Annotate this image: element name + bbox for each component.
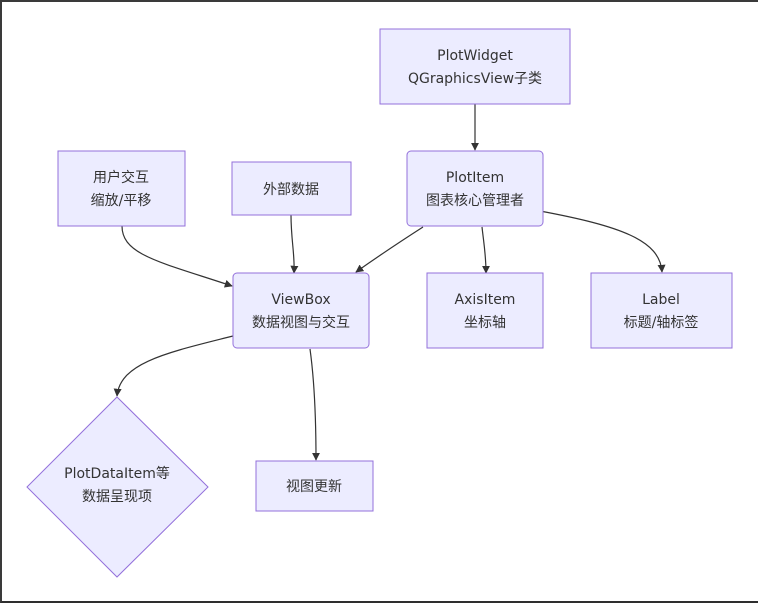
node-plotitem-line2: 图表核心管理者 bbox=[426, 193, 524, 209]
node-user-interaction-line2: 缩放/平移 bbox=[91, 193, 152, 209]
node-external-data-line1: 外部数据 bbox=[263, 182, 319, 198]
node-plotdataitem-line2: 数据呈现项 bbox=[82, 489, 152, 505]
node-user-interaction-line1: 用户交互 bbox=[93, 169, 149, 186]
node-plotitem: PlotItem 图表核心管理者 bbox=[406, 150, 544, 227]
node-label: Label 标题/轴标签 bbox=[590, 272, 733, 349]
node-label-line2: 标题/轴标签 bbox=[624, 314, 699, 331]
edge-plotitem-to-label bbox=[539, 210, 666, 273]
node-plotwidget-line1: PlotWidget bbox=[437, 48, 513, 64]
node-plotitem-line1: PlotItem bbox=[446, 170, 504, 186]
node-view-update: 视图更新 bbox=[255, 460, 374, 512]
node-plotdataitem-line1: PlotDataItem等 bbox=[64, 465, 170, 482]
node-viewbox-line2: 数据视图与交互 bbox=[252, 314, 350, 331]
node-axisitem: AxisItem 坐标轴 bbox=[426, 272, 544, 349]
node-axisitem-line1: AxisItem bbox=[455, 292, 516, 308]
edge-plotitem-to-axisitem bbox=[481, 226, 490, 274]
node-plotdataitem: PlotDataItem等 数据呈现项 bbox=[26, 396, 209, 578]
node-external-data: 外部数据 bbox=[231, 161, 352, 216]
edges bbox=[113, 104, 666, 461]
node-user-interaction: 用户交互 缩放/平移 bbox=[57, 150, 186, 227]
edge-user-to-viewbox bbox=[121, 225, 233, 288]
edge-viewbox-to-plotdataitem bbox=[113, 335, 234, 397]
node-view-update-line1: 视图更新 bbox=[286, 479, 342, 495]
node-label-line1: Label bbox=[642, 292, 680, 308]
node-viewbox-line1: ViewBox bbox=[271, 292, 330, 308]
edge-external-to-viewbox bbox=[290, 214, 299, 274]
node-plotwidget-line2: QGraphicsView子类 bbox=[408, 71, 542, 87]
node-viewbox: ViewBox 数据视图与交互 bbox=[232, 272, 370, 349]
node-axisitem-line2: 坐标轴 bbox=[464, 315, 506, 331]
node-plotwidget: PlotWidget QGraphicsView子类 bbox=[379, 28, 571, 105]
edge-plotitem-to-viewbox bbox=[355, 226, 424, 273]
edge-viewbox-to-update bbox=[309, 348, 320, 461]
